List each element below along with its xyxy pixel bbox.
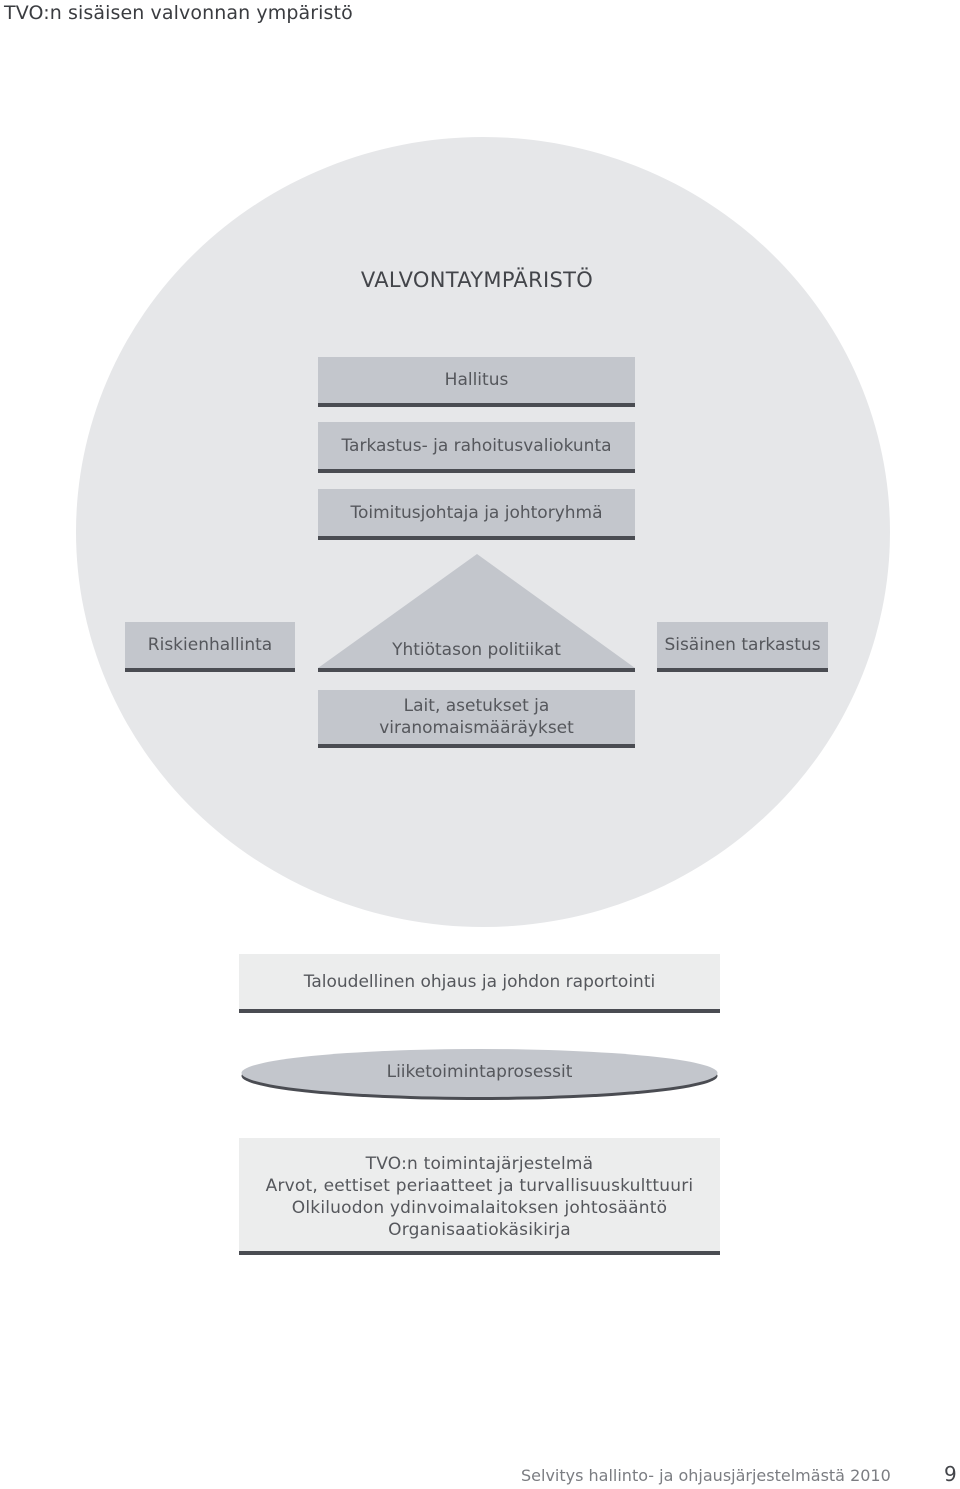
management-system-line-2: Arvot, eettiset periaatteet ja turvallis… — [265, 1175, 694, 1196]
laws-regulations-line-2: viranomaismääräykset — [379, 718, 574, 738]
page-title: TVO:n sisäisen valvonnan ympäristö — [4, 2, 353, 24]
risk-management-box: Riskienhallinta — [125, 622, 295, 672]
company-policies-label: Yhtiötason politiikat — [392, 640, 561, 660]
ceo-management-box: Toimitusjohtaja ja johtoryhmä — [318, 489, 635, 540]
audit-committee-box: Tarkastus- ja rahoitusvaliokunta — [318, 422, 635, 473]
management-system-line-3: Olkiluodon ydinvoimalaitoksen johtosäänt… — [291, 1197, 668, 1218]
financial-control-box: Taloudellinen ohjaus ja johdon raportoin… — [239, 954, 720, 1013]
audit-committee-label: Tarkastus- ja rahoitusvaliokunta — [341, 435, 612, 456]
control-environment-heading: VALVONTAYMPÄRISTÖ — [360, 268, 594, 292]
management-system-line-1: TVO:n toimintajärjestelmä — [365, 1153, 594, 1174]
internal-audit-label: Sisäinen tarkastus — [664, 635, 821, 655]
management-system-line-4: Organisaatiokäsikirja — [388, 1219, 571, 1240]
page-number: 9 — [944, 1462, 957, 1486]
board-label: Hallitus — [444, 370, 509, 390]
company-policies-triangle — [318, 554, 635, 672]
laws-regulations-line-1: Lait, asetukset ja — [403, 696, 550, 716]
financial-control-label: Taloudellinen ohjaus ja johdon raportoin… — [303, 971, 656, 992]
footer-text: Selvitys hallinto- ja ohjausjärjestelmäs… — [521, 1466, 891, 1485]
management-system-box: TVO:n toimintajärjestelmä Arvot, eettise… — [239, 1138, 720, 1255]
internal-audit-box: Sisäinen tarkastus — [657, 622, 828, 672]
laws-regulations-box: Lait, asetukset ja viranomaismääräykset — [318, 690, 635, 748]
risk-management-label: Riskienhallinta — [147, 635, 273, 655]
ceo-management-label: Toimitusjohtaja ja johtoryhmä — [350, 502, 603, 523]
business-processes-ellipse — [241, 1049, 718, 1100]
board-box: Hallitus — [318, 357, 635, 407]
business-processes-label: Liiketoimintaprosessit — [386, 1062, 573, 1082]
